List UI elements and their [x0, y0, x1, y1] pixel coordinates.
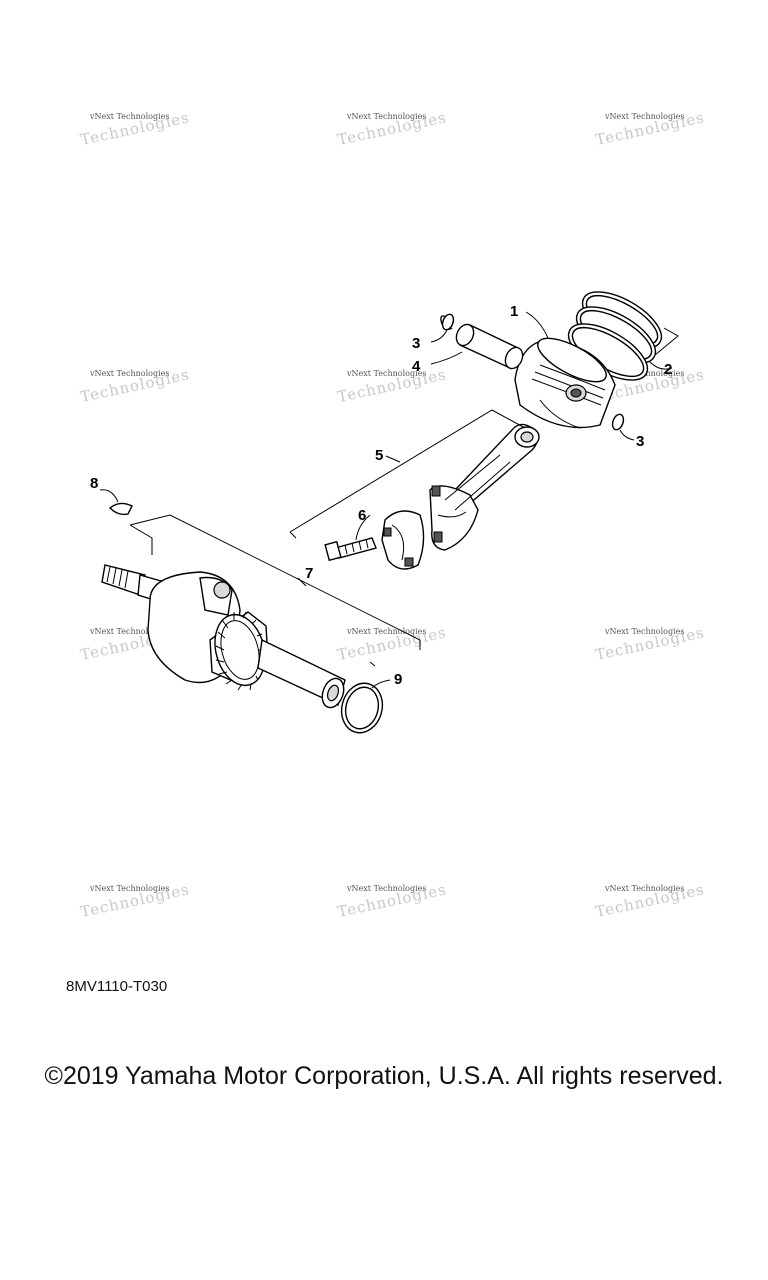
callout-5: 5 [375, 447, 383, 464]
callout-6: 6 [358, 507, 366, 524]
copyright-notice: ©2019 Yamaha Motor Corporation, U.S.A. A… [44, 1062, 724, 1090]
bolt [324, 537, 377, 562]
callout-2: 2 [664, 361, 672, 378]
callout-9: 9 [394, 671, 402, 688]
watermark-text-small: vNext Technologies [346, 627, 426, 636]
watermark-text-small: vNext Technologies [604, 627, 684, 636]
diagram-code: 8MV1110-T030 [66, 978, 168, 995]
piston [514, 337, 616, 429]
connecting-rod [429, 423, 540, 551]
watermark-text-small: vNext Technologies [89, 112, 169, 121]
watermark-text-small: vNext Technologies [346, 369, 426, 378]
watermark-text-small: vNext Technologies [89, 884, 169, 893]
watermark-text-small: vNext Technologies [604, 112, 684, 121]
callout-3-top: 3 [412, 335, 420, 352]
crank-gear [214, 611, 266, 691]
o-ring [340, 682, 384, 734]
watermark-text-small: vNext Technologies [346, 112, 426, 121]
piston-pin [455, 323, 524, 370]
crankshaft [101, 564, 346, 709]
watermark-text-small: vNext Technologies [604, 884, 684, 893]
callout-3-bottom: 3 [636, 433, 644, 450]
rod-cap [381, 510, 425, 570]
watermark-text-small: vNext Technologies [89, 627, 169, 636]
leader-lines [99, 311, 679, 689]
piston-rings [567, 291, 663, 381]
circlips [440, 313, 625, 431]
woodruff-key [108, 502, 133, 516]
watermark-text-small: vNext Technologies [89, 369, 169, 378]
callout-1: 1 [510, 303, 518, 320]
callout-4: 4 [412, 358, 421, 375]
watermark-text-small: vNext Technologies [346, 884, 426, 893]
callouts: 1 2 3 3 4 5 6 7 8 9 [90, 303, 672, 688]
callout-8: 8 [90, 475, 98, 492]
callout-7: 7 [305, 565, 313, 582]
